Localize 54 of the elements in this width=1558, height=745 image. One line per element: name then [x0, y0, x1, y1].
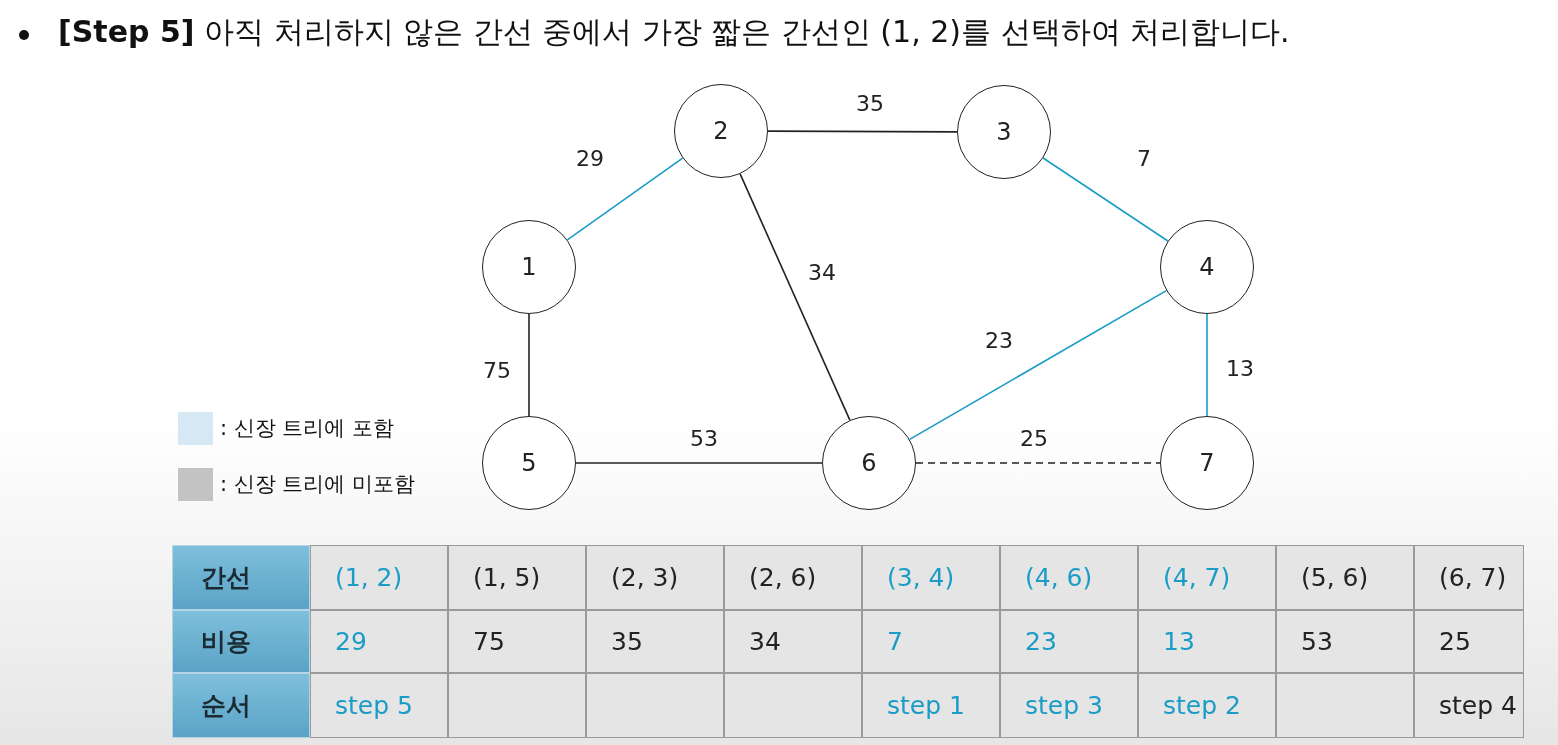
graph-edge: [566, 157, 684, 241]
title: [Step 5] 아직 처리하지 않은 간선 중에서 가장 짧은 간선인 (1, 2)를 선택하여 처리합니다.: [58, 13, 1290, 51]
table-cell: (5, 6): [1276, 545, 1414, 610]
legend-text: : 신장 트리에 포함: [220, 415, 395, 442]
table-cell: 7: [862, 610, 1000, 673]
edge-weight-label: 23: [985, 327, 1013, 353]
table-cell: (1, 2): [310, 545, 448, 610]
table-cell: 13: [1138, 610, 1276, 673]
table-cell: (6, 7): [1414, 545, 1524, 610]
table-cell: step 1: [862, 673, 1000, 738]
graph-edge: [1206, 313, 1208, 417]
table-cell: (4, 7): [1138, 545, 1276, 610]
table-cell: (2, 6): [724, 545, 862, 610]
graph-edge: [915, 462, 1161, 464]
graph-vertex-circle: 3: [957, 85, 1051, 179]
table-header-cell: 비용: [172, 610, 310, 673]
graph-edge: [739, 173, 851, 421]
table-cell: 34: [724, 610, 862, 673]
table-cell: (2, 3): [586, 545, 724, 610]
graph-vertex-circle: 6: [822, 416, 916, 510]
table-cell: step 5: [310, 673, 448, 738]
edge-weight-label: 7: [1137, 145, 1151, 171]
edge-weight-label: 53: [690, 425, 718, 451]
graph-edge: [1042, 157, 1169, 242]
graph-vertex-circle: 4: [1160, 220, 1254, 314]
table-cell: (3, 4): [862, 545, 1000, 610]
edge-weight-label: 29: [576, 145, 604, 171]
table-header-cell: 순서: [172, 673, 310, 738]
legend-text: : 신장 트리에 미포함: [220, 471, 416, 498]
graph-vertex-circle: 7: [1160, 416, 1254, 510]
edge-weight-label: 13: [1226, 355, 1254, 381]
graph-vertex-circle: 2: [674, 84, 768, 178]
table-cell: 53: [1276, 610, 1414, 673]
edge-weight-label: 75: [483, 357, 511, 383]
table-header-cell: 간선: [172, 545, 310, 610]
graph-vertex-circle: 1: [482, 220, 576, 314]
graph-vertex-circle: 5: [482, 416, 576, 510]
edge-weight-label: 35: [856, 90, 884, 116]
table-cell: 75: [448, 610, 586, 673]
edge-weight-label: 34: [808, 259, 836, 285]
graph-edge: [908, 289, 1168, 441]
table-cell: 25: [1414, 610, 1524, 673]
table-cell: step 4: [1414, 673, 1524, 738]
graph-edge: [575, 462, 823, 464]
graph-edge: [767, 130, 958, 133]
edge-weight-label: 25: [1020, 425, 1048, 451]
table-cell: (4, 6): [1000, 545, 1138, 610]
table-cell: step 2: [1138, 673, 1276, 738]
table-cell: 29: [310, 610, 448, 673]
table-cell: (1, 5): [448, 545, 586, 610]
table-cell: step 3: [1000, 673, 1138, 738]
table-cell: 23: [1000, 610, 1138, 673]
table-cell: 35: [586, 610, 724, 673]
graph-edge: [528, 313, 530, 417]
